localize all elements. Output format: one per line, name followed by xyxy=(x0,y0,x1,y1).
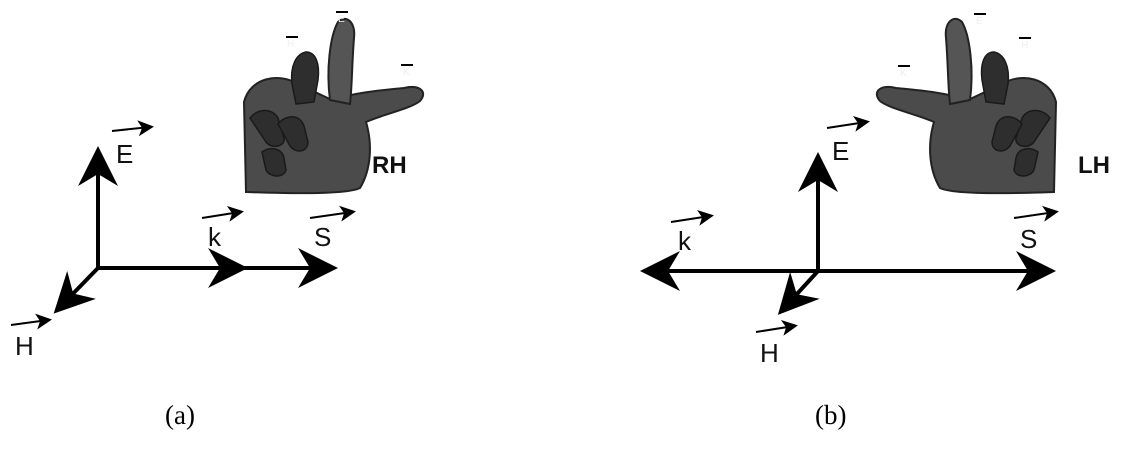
caption-b: (b) xyxy=(815,400,846,430)
hand-label-lh: LH xyxy=(1078,152,1110,179)
finger-label-k-b: K xyxy=(900,68,907,79)
e-over-arrow-a xyxy=(111,120,154,137)
panel-a: E k S H H E K RH (a) xyxy=(10,11,425,430)
finger-label-e-b: E xyxy=(976,16,983,27)
finger-label-h-b: H xyxy=(1021,40,1028,51)
k-over-arrow-b xyxy=(670,209,714,226)
caption-a: (a) xyxy=(165,400,195,430)
vector-label-k-a: k xyxy=(208,222,222,252)
k-over-arrow-a xyxy=(201,205,244,222)
vector-label-h-b: H xyxy=(760,338,779,368)
h-over-arrow-a xyxy=(10,313,52,330)
s-over-arrow-b xyxy=(1013,205,1059,222)
vector-label-e-b: E xyxy=(832,136,849,166)
vector-label-k-b: k xyxy=(678,226,692,256)
vector-label-s-a: S xyxy=(314,222,331,252)
s-over-arrow-a xyxy=(309,205,356,222)
finger-label-e-a: E xyxy=(338,14,345,25)
h-over-arrow-b xyxy=(755,319,798,336)
hand-label-rh: RH xyxy=(372,152,407,179)
vector-label-e-a: E xyxy=(116,139,133,169)
finger-label-k-a: K xyxy=(403,67,410,78)
left-hand-icon: E H K xyxy=(875,13,1058,195)
panel-b: E k S H E H K LH (b) xyxy=(640,13,1110,430)
h-axis-arrow-b xyxy=(777,269,820,315)
vector-label-s-b: S xyxy=(1020,224,1037,254)
e-over-arrow-b xyxy=(826,115,870,132)
vector-label-h-a: H xyxy=(15,331,34,361)
finger-label-h-a: H xyxy=(287,39,294,50)
h-axis-arrow-a xyxy=(53,266,100,314)
right-hand-icon: H E K xyxy=(242,11,425,195)
